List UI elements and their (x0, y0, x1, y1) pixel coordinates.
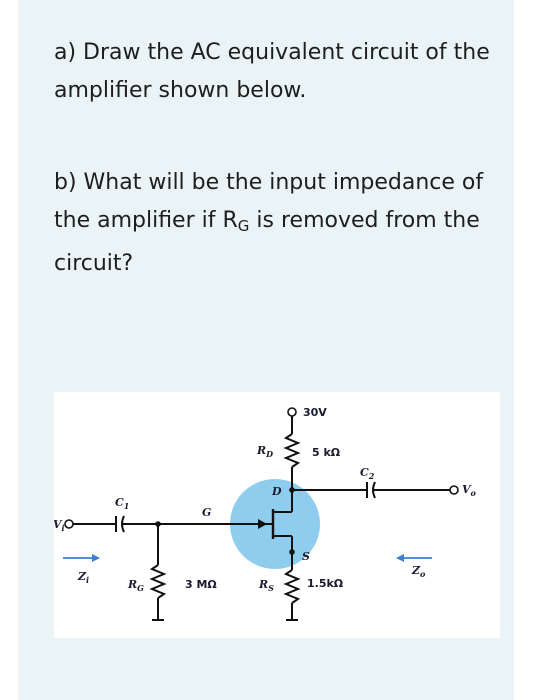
vo-terminal (449, 485, 459, 495)
question-part-b-prefix: b) What will be the input impedance of t… (54, 170, 484, 233)
rg-resistor (149, 564, 167, 599)
jfet-gate-arrow (258, 519, 267, 529)
vi-label: Vi (54, 518, 65, 533)
vo-label: Vo (462, 483, 477, 498)
zi-label: Zi (77, 570, 89, 585)
rg-value: 3 MΩ (185, 578, 217, 591)
c2-label: C2 (360, 466, 375, 481)
supply-voltage-label: 30V (303, 406, 327, 419)
source-node (289, 549, 295, 555)
rs-label: RS (258, 578, 274, 593)
rd-value: 5 kΩ (312, 446, 341, 459)
question-part-a: a) Draw the AC equivalent circuit of the… (54, 40, 490, 103)
drain-label: D (271, 485, 282, 498)
question-part-b-subscript: G (237, 217, 250, 235)
c1-label: C1 (115, 496, 129, 511)
vi-terminal (64, 519, 74, 529)
c2-plate-right (372, 481, 376, 499)
zo-label: Zo (411, 564, 426, 579)
rd-resistor (283, 433, 301, 468)
rs-value: 1.5kΩ (307, 577, 344, 590)
circuit-diagram: 30V RD 5 kΩ D C2 Vo S RS 1.5kΩ (54, 406, 477, 621)
transistor-highlight (230, 479, 320, 569)
rg-label: RG (127, 578, 144, 593)
source-label: S (302, 550, 310, 563)
supply-terminal (287, 407, 297, 417)
question-part-b: b) What will be the input impedance of t… (54, 164, 494, 283)
zo-arrow-icon (396, 554, 404, 562)
jfet-amplifier-circuit-figure: 30V RD 5 kΩ D C2 Vo S RS 1.5kΩ (54, 392, 500, 638)
rd-label: RD (256, 444, 273, 459)
gate-label: G (202, 506, 211, 519)
question-part-b-suffix: is removed from the circuit? (54, 208, 480, 276)
c1-plate-right (121, 515, 125, 533)
zi-arrow-icon (92, 554, 100, 562)
rs-resistor (283, 569, 301, 604)
